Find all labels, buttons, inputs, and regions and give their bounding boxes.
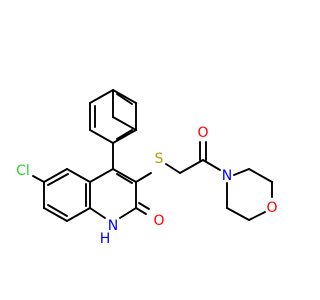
bond bbox=[43, 207, 68, 222]
bond bbox=[116, 93, 133, 105]
bond bbox=[135, 172, 152, 183]
atom-label-o-lactam: O bbox=[153, 213, 164, 229]
bond bbox=[89, 89, 114, 104]
bond bbox=[112, 89, 137, 104]
bond bbox=[116, 129, 133, 140]
bond bbox=[89, 129, 114, 144]
bond bbox=[165, 163, 181, 174]
bond bbox=[89, 168, 114, 183]
atom-label-o-keto: O bbox=[197, 125, 208, 141]
bond bbox=[66, 168, 91, 183]
bond bbox=[116, 173, 133, 184]
atom-label-nh-h: H bbox=[100, 231, 111, 247]
bond bbox=[202, 159, 221, 171]
molecule-structure-diagram: Cl S O N O H N O bbox=[16, 89, 278, 247]
bond bbox=[233, 168, 250, 176]
atom-label-n-morpholine: N bbox=[222, 168, 232, 184]
bond bbox=[112, 129, 137, 144]
atom-label-s: S bbox=[155, 151, 164, 167]
bond bbox=[226, 207, 250, 221]
bonds-group bbox=[32, 89, 273, 222]
bond bbox=[66, 207, 91, 222]
atom-label-o-morpholine: O bbox=[266, 200, 277, 216]
bond bbox=[248, 168, 273, 183]
bond bbox=[112, 168, 137, 183]
atom-labels: Cl S O N O H N O bbox=[16, 125, 277, 247]
bond bbox=[138, 202, 150, 210]
atom-label-nh-n: N bbox=[108, 218, 118, 234]
bond bbox=[119, 207, 137, 219]
bond bbox=[47, 204, 68, 217]
bond bbox=[89, 207, 106, 219]
bond bbox=[43, 168, 68, 183]
bond bbox=[32, 175, 45, 183]
bond bbox=[248, 211, 266, 221]
bond bbox=[112, 116, 137, 131]
bond bbox=[47, 173, 69, 186]
atom-label-cl: Cl bbox=[16, 163, 30, 179]
bond bbox=[179, 159, 204, 174]
bond bbox=[135, 207, 147, 215]
